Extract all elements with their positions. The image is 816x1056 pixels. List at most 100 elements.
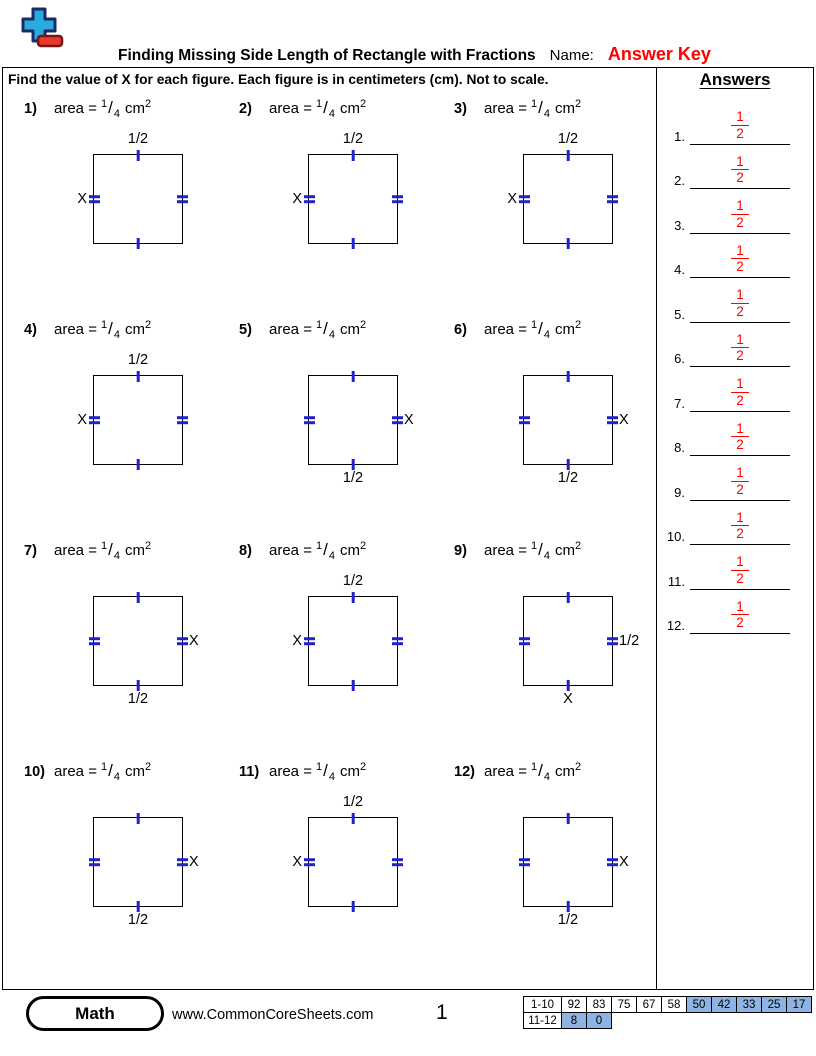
area-frac-slash: / [108,540,113,559]
area-frac-num: 1 [315,98,323,110]
side-label-top: 1/2 [127,131,149,147]
score-cell: 67 [636,996,662,1013]
area-unit-exp: 2 [574,540,582,552]
problem-number: 4) [24,322,37,338]
tick-mark-top [566,149,570,161]
problem-number: 2) [239,101,252,117]
answer-number: 7. [674,395,685,411]
answer-number: 3. [674,217,685,233]
area-frac-num: 1 [530,761,538,773]
tick-mark-left [303,416,315,424]
area-unit: cm [554,542,575,559]
side-label-bottom: 1/2 [342,470,364,486]
area-unit: cm [124,763,145,780]
tick-mark-left [518,416,530,424]
area-unit-exp: 2 [144,319,152,331]
answer-number: 11. [667,573,685,589]
area-frac-num: 1 [315,319,323,331]
area-eq: area = [484,321,527,338]
tick-mark-right [176,195,188,203]
area-unit: cm [339,763,360,780]
side-label-right: X [189,854,199,870]
side-label-top: 1/2 [342,573,364,589]
side-label-right: 1/2 [619,633,640,649]
problem-number: 9) [454,543,467,559]
header: Finding Missing Side Length of Rectangle… [118,44,711,65]
area-eq: area = [269,763,312,780]
problem-number: 12) [454,764,475,780]
area-frac-slash: / [323,98,328,117]
subject-label: Math [75,1003,115,1023]
tick-mark-bottom [566,458,570,470]
area-frac-den: 4 [543,108,550,120]
score-cell: 92 [561,996,587,1013]
score-cell: 83 [586,996,612,1013]
rectangle-figure [518,812,618,912]
score-cell: 58 [661,996,687,1013]
side-label-left [48,817,87,907]
answer-number: 2. [674,173,685,188]
tick-mark-bottom [351,458,355,470]
tick-mark-right [606,858,618,866]
figure: 1/2 X [478,564,668,724]
area-frac-num: 1 [315,540,323,552]
area-unit-exp: 2 [359,540,367,552]
area-unit: cm [124,542,145,559]
score-cell: 17 [786,996,812,1013]
side-label-top: 1/2 [127,352,149,368]
side-label-right: X [619,854,629,870]
problem-number: 7) [24,543,37,559]
tick-mark-bottom [566,900,570,912]
figure: 1/2 X [478,122,668,282]
area-frac-slash: / [323,761,328,780]
area-frac-den: 4 [113,329,120,341]
tick-mark-top [136,591,140,603]
side-label-left [478,375,517,465]
answer-number: 10. [666,529,685,544]
rectangle-figure [518,149,618,249]
rectangle-figure [303,591,403,691]
side-label-right [189,375,234,465]
area-frac-slash: / [108,98,113,117]
side-label-bottom: 1/2 [127,912,149,928]
rectangle-figure [88,370,188,470]
area-frac-den: 4 [328,329,335,341]
area-eq: area = [484,763,527,780]
area-unit: cm [339,100,360,117]
tick-mark-top [136,370,140,382]
side-label-left: X [507,191,517,207]
side-label-right [619,154,664,244]
website-url: www.CommonCoreSheets.com [172,1007,374,1023]
tick-mark-right [176,637,188,645]
tick-mark-top [136,812,140,824]
figure: 1/2 X [48,122,238,282]
area-unit-exp: 2 [359,319,367,331]
problem-number: 6) [454,322,467,338]
area-unit: cm [124,100,145,117]
tick-mark-right [606,416,618,424]
tick-mark-top [351,149,355,161]
side-label-right: X [619,412,629,428]
